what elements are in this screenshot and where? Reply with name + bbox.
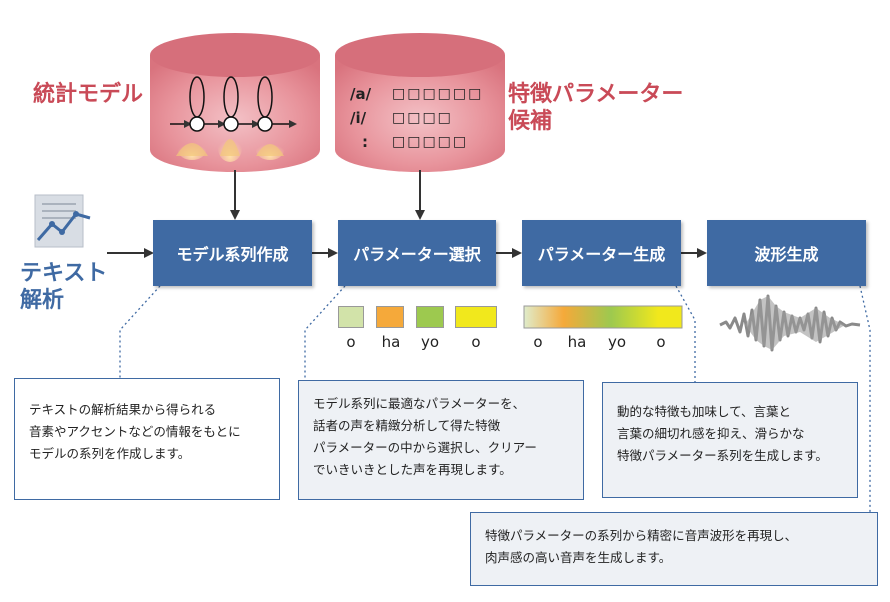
connector-step3 xyxy=(675,285,696,382)
swatch xyxy=(416,306,444,328)
param-boxes: □□□□□ xyxy=(392,134,469,150)
connector-step4 xyxy=(859,285,871,512)
param-id: /i/ xyxy=(350,109,367,127)
param-boxes: □□□□ xyxy=(392,110,453,126)
phoneme-label: o xyxy=(471,333,481,351)
waveform-icon xyxy=(719,294,861,352)
note-model-sequence: テキストの解析結果から得られる 音素やアクセントなどの情報をもとに モデルの系列… xyxy=(14,378,280,500)
phoneme-label: ha xyxy=(567,333,587,351)
feature-params-label: 特徴パラメーター 候補 xyxy=(508,82,684,134)
param-id: : xyxy=(362,133,368,151)
step-parameter-selection: パラメーター選択 xyxy=(338,220,496,286)
phoneme-label: o xyxy=(346,333,356,351)
param-row-a: /a/ □□□□□□ xyxy=(350,84,483,104)
text-analysis-label: テキスト 解析 xyxy=(20,261,108,313)
connector-step1 xyxy=(119,285,161,378)
param-boxes: □□□□□□ xyxy=(392,86,484,102)
swatch xyxy=(455,306,497,328)
swatch xyxy=(338,306,364,328)
stat-model-label: 統計モデル xyxy=(33,82,144,107)
step-parameter-generation: パラメーター生成 xyxy=(522,220,681,286)
step-model-sequence: モデル系列作成 xyxy=(153,220,312,286)
document-chart-icon xyxy=(34,194,91,248)
note-waveform-generation: 特徴パラメーターの系列から精密に音声波形を再現し、 肉声感の高い音声を生成します… xyxy=(470,512,878,586)
phoneme-label: ha xyxy=(381,333,401,351)
phoneme-label: o xyxy=(533,333,543,351)
phoneme-label: yo xyxy=(420,333,440,351)
note-parameter-generation: 動的な特徴も加味して、言葉と 言葉の細切れ感を抑え、滑らかな 特徴パラメーター系… xyxy=(602,382,858,498)
phoneme-label: o xyxy=(656,333,666,351)
param-row-i: /i/ □□□□ xyxy=(350,108,453,128)
note-parameter-selection: モデル系列に最適なパラメーターを、 話者の声を精緻分析して得た特徴 パラメーター… xyxy=(298,380,584,500)
swatch xyxy=(376,306,404,328)
param-row-more: : □□□□□ xyxy=(350,132,468,152)
feature-params-cylinder xyxy=(335,33,505,172)
param-id: /a/ xyxy=(350,85,372,103)
hmm-icon xyxy=(170,76,297,162)
gradient-swatch xyxy=(523,305,683,329)
step-waveform-generation: 波形生成 xyxy=(707,220,866,286)
phoneme-label: yo xyxy=(607,333,627,351)
